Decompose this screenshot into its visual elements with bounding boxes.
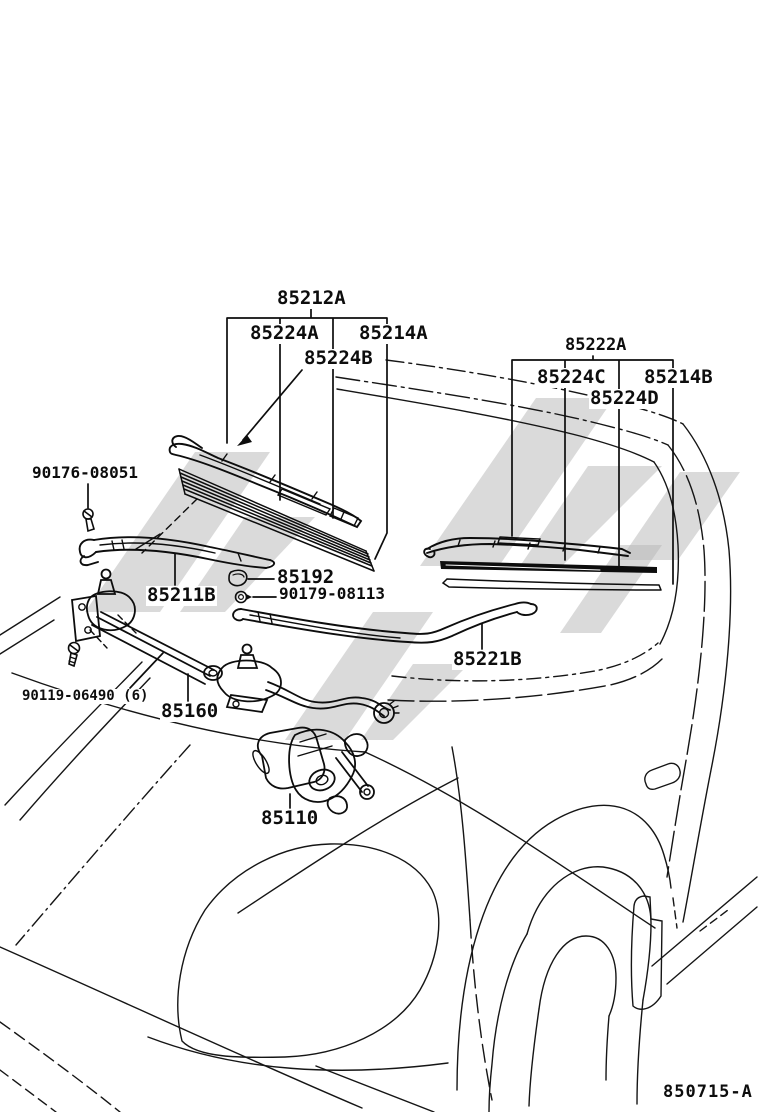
tire-arc bbox=[538, 935, 617, 1017]
wheel-opening-ext bbox=[636, 999, 644, 1105]
blade-frame-left-claws bbox=[221, 453, 318, 500]
part-label-85214a[interactable]: 85214A bbox=[358, 322, 429, 344]
cowl-line-lower bbox=[387, 658, 663, 702]
wheel-opening bbox=[526, 866, 652, 1001]
a-pillar-outer bbox=[682, 423, 732, 923]
a-pillar-inner bbox=[666, 444, 706, 878]
left-wiper-blade bbox=[168, 435, 375, 572]
link-eyelet-inner bbox=[378, 707, 390, 719]
roof-line-mid bbox=[335, 376, 669, 446]
headlamp-opening bbox=[177, 843, 440, 1059]
part-label-85110[interactable]: 85110 bbox=[260, 807, 320, 829]
fender-left-line bbox=[4, 661, 143, 806]
leader-85224b bbox=[242, 369, 303, 441]
blade-frame-right-bridge bbox=[497, 536, 541, 546]
part-label-90176[interactable]: 90176-08051 bbox=[31, 463, 139, 482]
blade-frame-left-rib bbox=[199, 454, 321, 505]
part-label-85160[interactable]: 85160 bbox=[160, 700, 220, 722]
blade-frame-right-top bbox=[426, 537, 631, 554]
blade-frame-right-bottom bbox=[426, 543, 629, 557]
cowl-line-upper bbox=[391, 642, 659, 682]
right-wiper-arm bbox=[232, 601, 538, 644]
fender-arch-outer bbox=[456, 804, 672, 1091]
part-label-85224a[interactable]: 85224A bbox=[249, 322, 320, 344]
part-label-90179[interactable]: 90179-08113 bbox=[278, 584, 386, 603]
leader-90119 bbox=[129, 652, 164, 689]
blade-rubber-right-gap bbox=[445, 564, 601, 571]
arch-inner-left bbox=[488, 933, 528, 1112]
wiper-motor bbox=[252, 726, 375, 815]
mud-flap bbox=[630, 895, 663, 1010]
roof-line-outer bbox=[385, 359, 684, 425]
door-front-edge bbox=[451, 746, 471, 921]
blade-frame-right-hook bbox=[423, 547, 436, 559]
part-label-85192[interactable]: 85192 bbox=[276, 566, 336, 588]
leader-85224b-arrowhead bbox=[237, 435, 252, 446]
roof-line-inner bbox=[336, 388, 655, 463]
blade-rubber-right bbox=[440, 561, 657, 573]
left-pivot-assembly bbox=[71, 568, 136, 643]
part-label-85224b[interactable]: 85224B bbox=[303, 347, 374, 369]
part-label-85224c[interactable]: 85224C bbox=[536, 366, 607, 388]
rocker-line-1 bbox=[651, 876, 758, 967]
bumper-line-1 bbox=[0, 946, 363, 1109]
bumper-top-edge bbox=[147, 1036, 449, 1071]
screw-90119-icon bbox=[67, 641, 81, 668]
rocker-dash bbox=[699, 909, 729, 932]
bumper-line-4 bbox=[315, 1065, 435, 1112]
rocker-line-2 bbox=[666, 906, 758, 985]
fender-arch-outer-dash bbox=[672, 897, 678, 929]
cap-85192-icon bbox=[228, 569, 248, 587]
part-label-85224d[interactable]: 85224D bbox=[589, 387, 660, 409]
nut-90179-icon bbox=[234, 590, 252, 604]
blade-frame-right-claws bbox=[457, 539, 601, 554]
tire-arc-ext bbox=[528, 1008, 610, 1107]
part-label-85214b[interactable]: 85214B bbox=[643, 366, 714, 388]
figure-code: 850715-A bbox=[663, 1082, 753, 1102]
part-label-90119[interactable]: 90119-06490 (6) bbox=[21, 688, 150, 704]
right-wiper-blade bbox=[423, 536, 662, 591]
blade-rubber-left bbox=[178, 468, 375, 572]
assembly-dash-pivot-2 bbox=[117, 614, 137, 634]
blade-frame-left-link bbox=[276, 488, 359, 527]
left-wiper-arm bbox=[78, 536, 275, 569]
car-body-lines bbox=[0, 359, 758, 1112]
hood-left-edge-2 bbox=[0, 619, 55, 655]
part-label-85212a[interactable]: 85212A bbox=[276, 287, 347, 309]
bracket-85212a bbox=[226, 308, 388, 560]
bracket-85222a bbox=[511, 355, 674, 585]
hood-cut-dashdot bbox=[15, 744, 191, 946]
backing-strip-right bbox=[441, 578, 662, 591]
door-front-edge-2 bbox=[469, 919, 493, 1101]
hood-left-edge bbox=[0, 533, 161, 636]
fastener-icons bbox=[67, 508, 252, 668]
hood-side-sweep bbox=[364, 751, 656, 929]
door-handle bbox=[644, 762, 681, 790]
assembly-dash-pivot-1 bbox=[89, 629, 108, 649]
part-label-85211b[interactable]: 85211B bbox=[146, 584, 217, 606]
windshield-side bbox=[653, 461, 680, 645]
blade-frame-left-hook bbox=[171, 435, 203, 449]
bumper-line-2 bbox=[0, 1021, 121, 1112]
label-brackets bbox=[87, 308, 674, 809]
part-label-85221b[interactable]: 85221B bbox=[452, 648, 523, 670]
screw-90176-icon bbox=[82, 508, 95, 533]
bumper-line-3 bbox=[0, 1069, 57, 1112]
part-label-85222a[interactable]: 85222A bbox=[564, 335, 628, 355]
fender-crease bbox=[237, 777, 459, 914]
wiper-linkage bbox=[91, 611, 400, 724]
